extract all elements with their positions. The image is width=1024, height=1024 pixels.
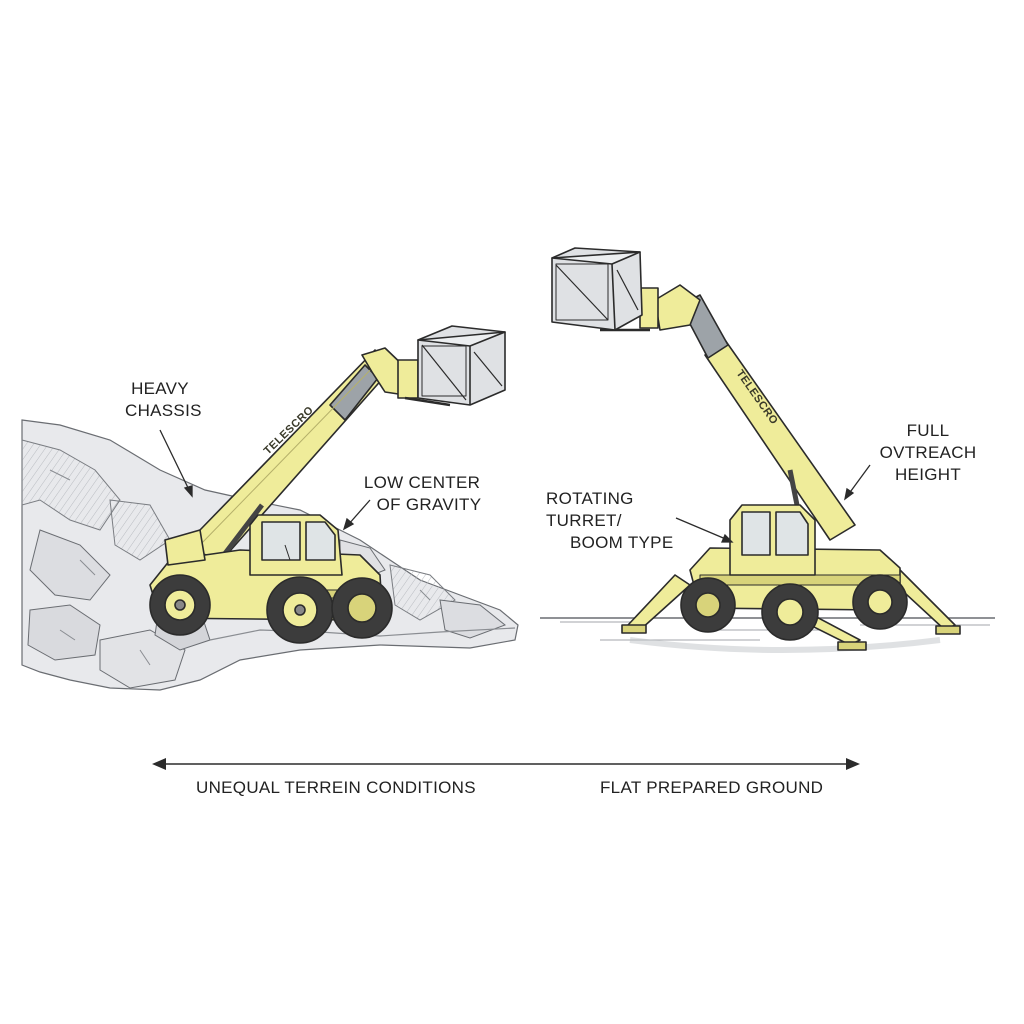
terrain-axis (152, 758, 860, 770)
axis-arrow-left (152, 758, 166, 770)
label-turret-line1: ROTATING TURRET/ (546, 489, 634, 530)
label-heavy-chassis-line1: HEAVY (131, 379, 189, 398)
left-crate (417, 325, 506, 406)
label-gravity-line1: LOW CENTER (363, 473, 481, 492)
right-wheels (680, 574, 908, 641)
axis-arrow-right (846, 758, 860, 770)
left-wheels (149, 574, 393, 644)
label-rotating-turret: ROTATING TURRET/ BOOM TYPE (546, 488, 706, 554)
left-cab (249, 514, 343, 576)
right-crate (551, 247, 643, 331)
right-cab (729, 504, 816, 576)
label-heavy-chassis: HEAVY CHASSIS (125, 378, 202, 422)
label-heavy-chassis-line2: CHASSIS (125, 401, 202, 420)
left-telehandler: TELESCRO (149, 325, 506, 644)
label-outreach-line1: FULL OVTREACH (879, 421, 977, 462)
label-full-outreach-height: FULL OVTREACH HEIGHT (858, 420, 998, 486)
label-gravity-line2: OF GRAVITY (376, 495, 482, 514)
axis-label-flat-ground: FLAT PREPARED GROUND (600, 778, 824, 797)
label-outreach-line2: HEIGHT (894, 465, 962, 484)
label-turret-line2: BOOM TYPE (570, 533, 674, 552)
axis-label-unequal-terrain: UNEQUAL TERREIN CONDITIONS (196, 778, 476, 797)
callout-leaders (159, 429, 871, 543)
right-telehandler: TELESCRO (551, 247, 961, 651)
label-low-center-of-gravity: LOW CENTER OF GRAVITY (362, 472, 482, 516)
